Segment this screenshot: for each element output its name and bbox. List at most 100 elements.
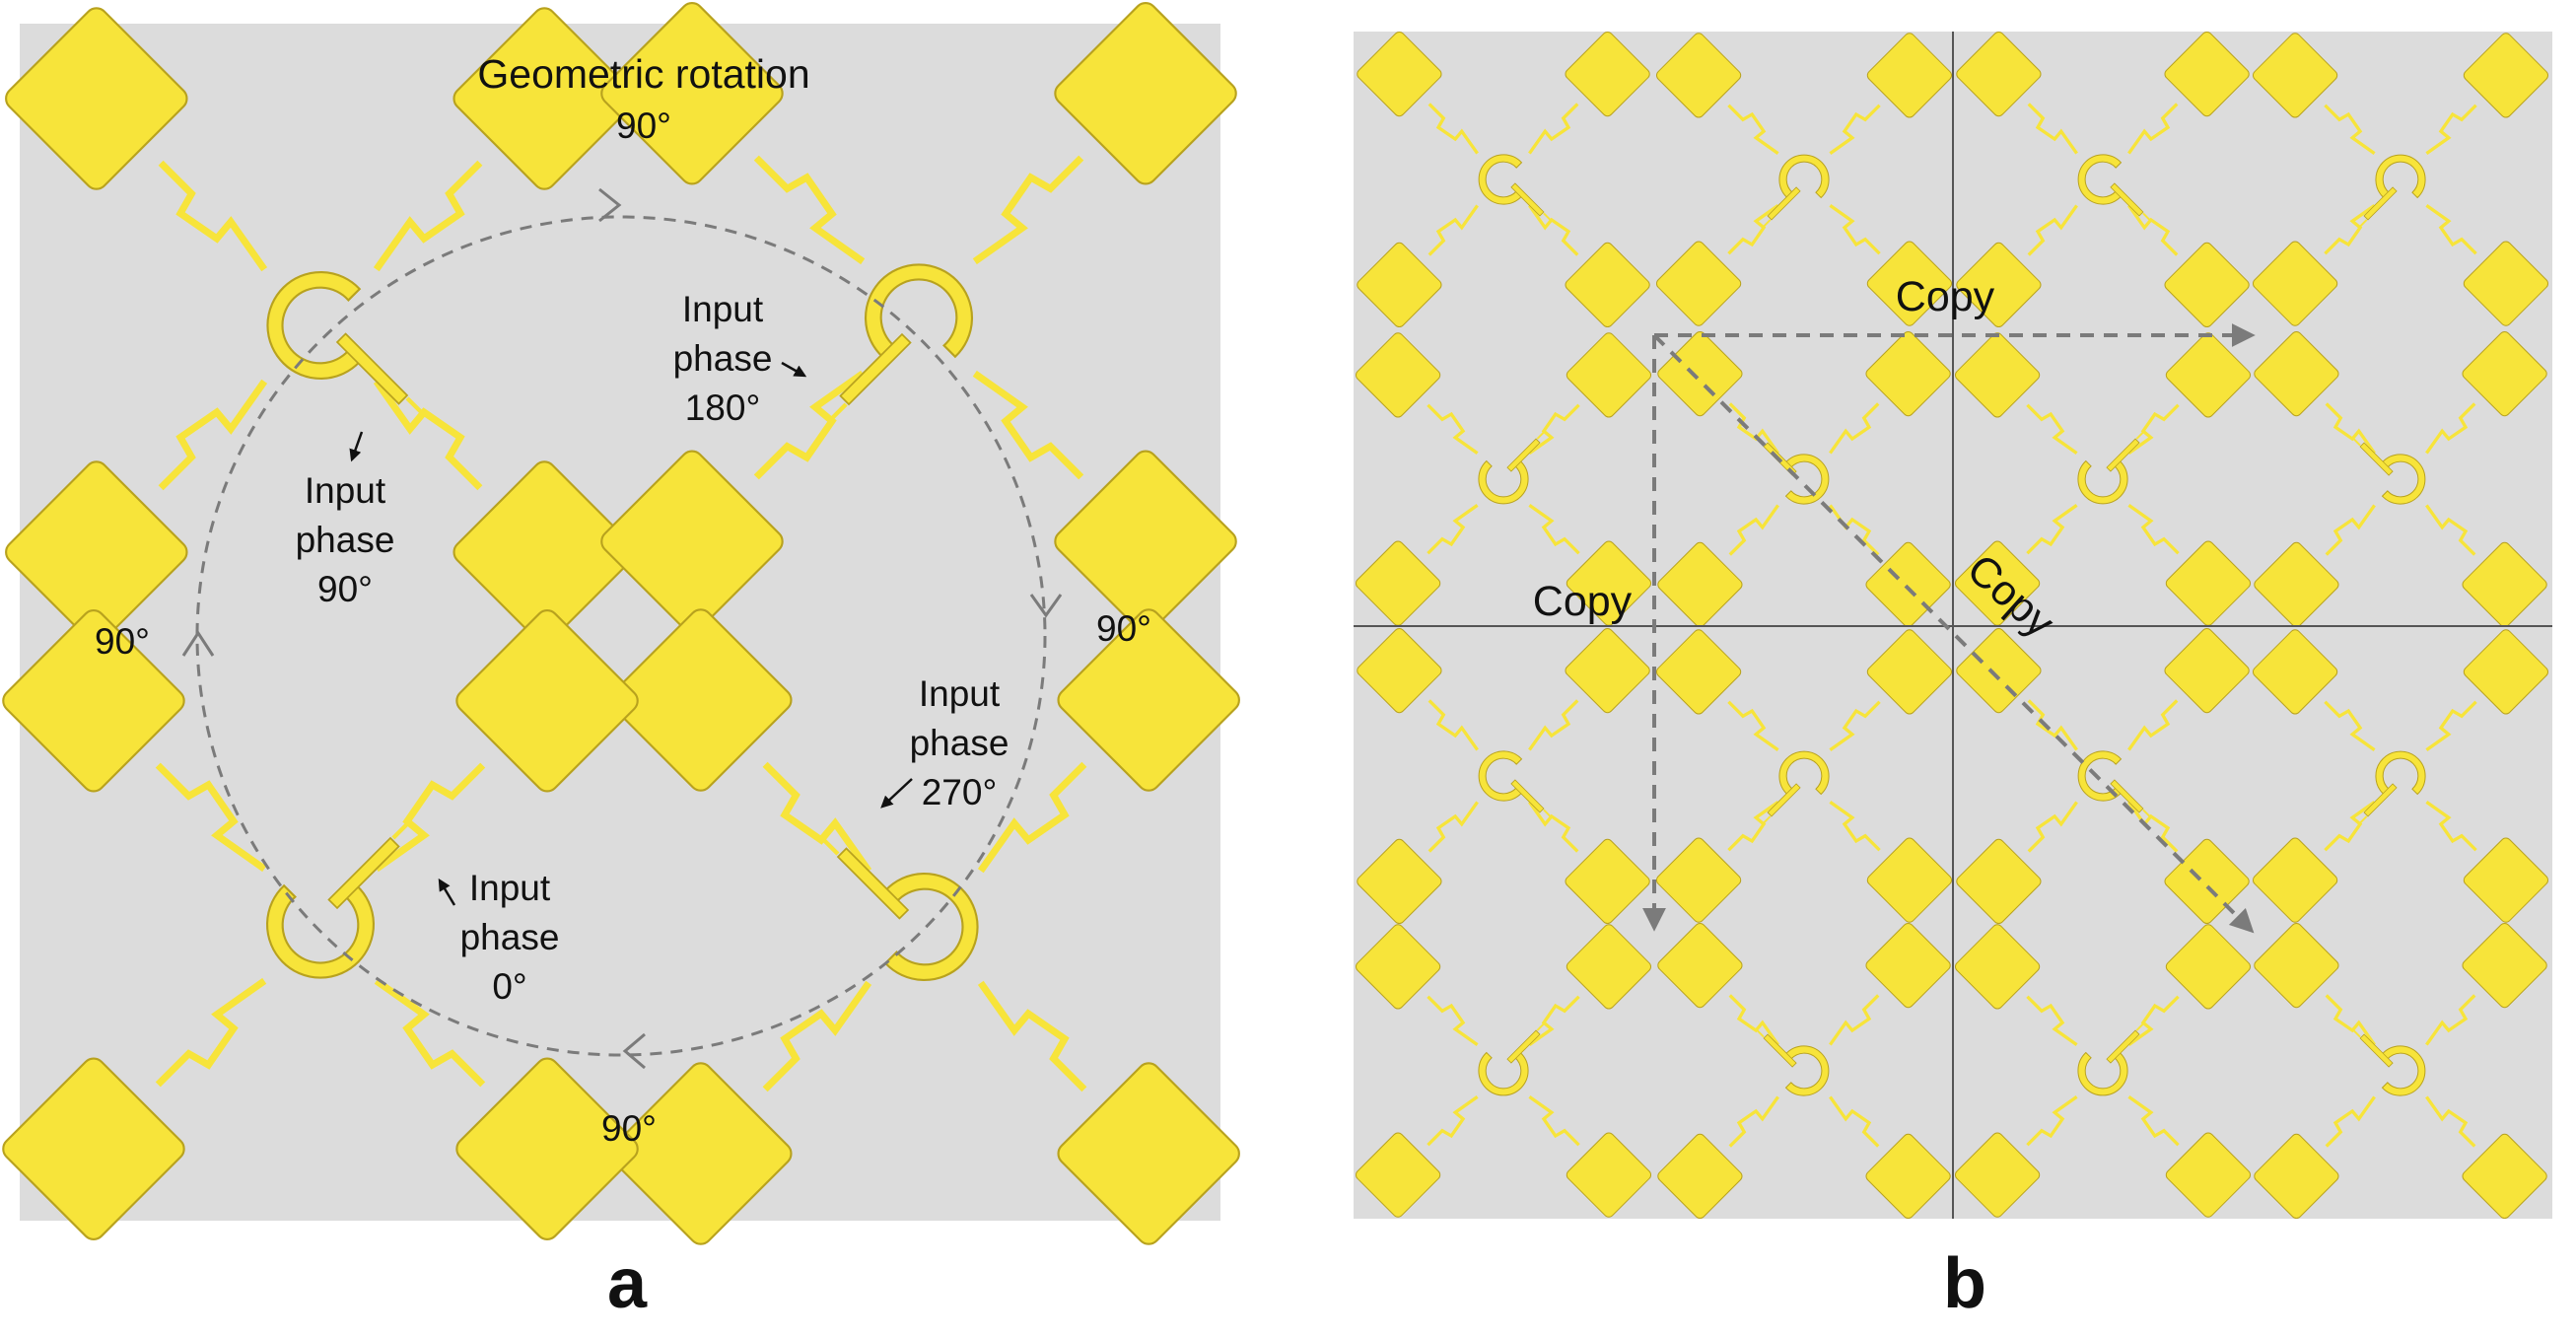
patch-diamond bbox=[1566, 540, 1652, 626]
feed-line bbox=[158, 160, 268, 272]
hybrid-ring bbox=[266, 271, 362, 380]
feed-line bbox=[1728, 1095, 1779, 1148]
input-feed-stub bbox=[1510, 779, 1545, 813]
patch-diamond bbox=[2, 1057, 185, 1240]
feed-line bbox=[2425, 504, 2476, 556]
patch-diamond bbox=[2165, 332, 2252, 418]
input-feed-line bbox=[2352, 438, 2361, 447]
patch-diamond bbox=[1355, 540, 1441, 626]
patch-diamond bbox=[2252, 837, 2338, 923]
feed-line bbox=[1528, 103, 1579, 155]
patch-diamond bbox=[1956, 31, 2042, 117]
patch-diamond bbox=[2164, 242, 2250, 328]
patch-diamond bbox=[609, 1062, 793, 1245]
antenna-element-small bbox=[1655, 33, 1953, 326]
patch-diamond bbox=[1954, 540, 2041, 626]
patch-diamond bbox=[2164, 31, 2250, 117]
feed-line bbox=[2325, 504, 2376, 556]
input-feed-line bbox=[405, 396, 423, 414]
input-feed-stub bbox=[1506, 438, 1541, 472]
patch-diamond bbox=[1954, 332, 2041, 418]
patch-diamond bbox=[1057, 608, 1240, 792]
patch-diamond bbox=[2165, 540, 2252, 626]
input-feed-stub bbox=[2363, 783, 2398, 817]
feed-line bbox=[2127, 504, 2180, 555]
feed-line bbox=[2127, 204, 2179, 256]
antenna-element-small bbox=[2252, 33, 2549, 326]
input-feed-line bbox=[1763, 815, 1772, 824]
antenna-element-small bbox=[1655, 629, 1953, 923]
patch-diamond bbox=[2252, 33, 2338, 118]
rotation-label-right: 90° bbox=[1096, 608, 1151, 649]
panel-b-antenna-elements bbox=[1355, 31, 2549, 1220]
feed-line bbox=[1528, 995, 1580, 1046]
feed-line bbox=[2324, 700, 2376, 751]
patch-diamond bbox=[2462, 541, 2547, 628]
feed-line bbox=[1528, 1095, 1580, 1147]
input-feed-line bbox=[822, 838, 840, 856]
input-feed-line bbox=[1536, 1022, 1545, 1031]
copy-label-vertical: Copy bbox=[1533, 578, 1633, 625]
feed-line bbox=[762, 761, 872, 874]
panel-a-background bbox=[20, 24, 1220, 1221]
svg-text:phase: phase bbox=[460, 917, 560, 957]
feed-line bbox=[977, 761, 1087, 874]
patch-diamond bbox=[1355, 924, 1441, 1010]
patch-diamond bbox=[2164, 838, 2250, 925]
rotation-chevron-bottom bbox=[622, 1032, 646, 1070]
patch-diamond bbox=[453, 460, 636, 644]
patch-diamond bbox=[2462, 922, 2547, 1009]
input-feed-stub bbox=[836, 847, 910, 920]
patch-diamond bbox=[2254, 922, 2339, 1009]
patch-diamond bbox=[1357, 838, 1442, 925]
input-feed-line bbox=[1756, 1029, 1765, 1038]
feed-line bbox=[2127, 1095, 2180, 1147]
patch-diamond bbox=[2462, 1133, 2547, 1220]
feed-line bbox=[1829, 104, 1881, 155]
rotation-chevron-right bbox=[1029, 594, 1063, 618]
svg-text:Input: Input bbox=[469, 868, 551, 908]
svg-text:0°: 0° bbox=[492, 966, 526, 1007]
svg-text:90°: 90° bbox=[317, 569, 373, 609]
input-feed-stub bbox=[2106, 1029, 2140, 1064]
patch-diamond bbox=[455, 1057, 639, 1240]
feed-line bbox=[753, 370, 866, 480]
patch-diamond bbox=[2165, 924, 2252, 1010]
antenna-element-large bbox=[2, 609, 639, 1240]
feed-line bbox=[1427, 103, 1479, 155]
antenna-element-small bbox=[1357, 31, 1650, 328]
patch-diamond bbox=[5, 7, 188, 190]
patch-diamond bbox=[1657, 541, 1743, 628]
feed-line bbox=[1427, 801, 1479, 853]
patch-diamond bbox=[1355, 1132, 1441, 1218]
input-phase-annotation-270: Input phase 270° bbox=[880, 673, 1009, 812]
patch-diamond bbox=[1866, 837, 1953, 923]
patch-diamond bbox=[1357, 627, 1442, 714]
antenna-element-small bbox=[1657, 922, 1951, 1220]
patch-diamond bbox=[1657, 1133, 1743, 1220]
rotation-chevron-left bbox=[181, 630, 215, 657]
antenna-element-large bbox=[600, 2, 1237, 633]
patch-diamond bbox=[453, 7, 636, 190]
feed-line bbox=[2325, 994, 2376, 1046]
feed-line bbox=[2127, 995, 2180, 1046]
feed-line bbox=[155, 762, 267, 873]
antenna-element-small bbox=[1956, 31, 2250, 328]
input-feed-line bbox=[2142, 212, 2151, 221]
patch-diamond bbox=[1565, 627, 1650, 714]
feed-line bbox=[2127, 403, 2180, 455]
feed-line bbox=[2027, 103, 2078, 155]
rotation-label-bottom: 90° bbox=[601, 1108, 657, 1149]
svg-text:Input: Input bbox=[682, 289, 764, 329]
patch-diamond bbox=[1954, 924, 2041, 1010]
feed-line bbox=[2325, 1095, 2376, 1148]
input-feed-stub bbox=[2359, 442, 2394, 476]
svg-text:phase: phase bbox=[673, 338, 773, 379]
antenna-element-small bbox=[1954, 924, 2252, 1218]
feed-line bbox=[373, 379, 483, 491]
input-feed-line bbox=[1543, 212, 1552, 221]
patch-diamond bbox=[1865, 330, 1951, 417]
patch-diamond bbox=[1956, 627, 2042, 714]
panel-b-letter: b bbox=[1943, 1244, 1986, 1323]
feed-line bbox=[1829, 1095, 1880, 1148]
